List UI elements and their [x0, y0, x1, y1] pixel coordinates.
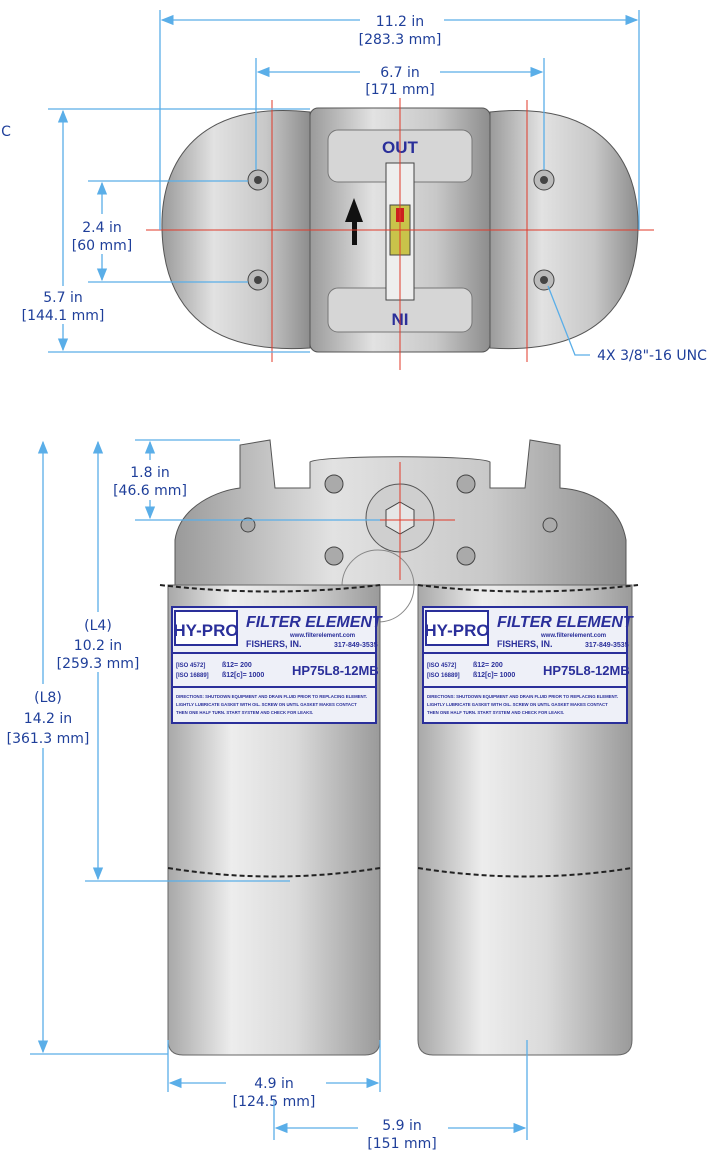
dim-text: 2.4 in [82, 220, 121, 236]
label-beta: ß12[c]= 1000 [222, 672, 264, 679]
element-label-left: HY-PRO FILTER ELEMENT www.filterelement.… [171, 606, 383, 724]
top-view: C OUT NI 11.2 in [283.3 mm] 6.7 in [171 … [1, 8, 707, 370]
dim-text: (L8) [34, 690, 62, 706]
dim-text: 4.9 in [254, 1076, 293, 1092]
label-company: FISHERS, IN. [497, 639, 553, 649]
dim-text: 5.9 in [382, 1118, 421, 1134]
label-instructions: DIRECTIONS: SHUTDOWN EQUIPMENT AND DRAIN… [427, 694, 618, 699]
dimension-l4: (L4) 10.2 in [259.3 mm] [52, 440, 290, 882]
dim-text: [283.3 mm] [359, 32, 442, 48]
dim-text: [171 mm] [365, 82, 434, 98]
label-beta: ß12= 200 [222, 662, 252, 669]
label-iso: [ISO 16889] [427, 673, 460, 679]
label-instructions: DIRECTIONS: SHUTDOWN EQUIPMENT AND DRAIN… [176, 694, 367, 699]
bolt-holes [247, 169, 555, 291]
thread-callout: 4X 3/8"-16 UNC [547, 285, 707, 364]
label-title: FILTER ELEMENT [497, 614, 634, 631]
dim-text: [361.3 mm] [7, 731, 90, 747]
label-company: FISHERS, IN. [246, 639, 302, 649]
label-instructions: LIGHTLY LUBRICATE GASKET WITH OIL. SCREW… [176, 702, 357, 707]
label-iso: [ISO 16889] [176, 673, 209, 679]
corner-label: C [1, 124, 11, 140]
label-part-number: HP75L8-12MB [543, 663, 630, 678]
dimension-bolt-spacing: 2.4 in [60 mm] [70, 180, 248, 283]
dim-text: [46.6 mm] [113, 483, 187, 499]
gasket-line [159, 584, 639, 593]
label-beta: ß12= 200 [473, 662, 503, 669]
front-view: HY-PRO FILTER ELEMENT www.filterelement.… [2, 439, 639, 1152]
label-title: FILTER ELEMENT [246, 614, 383, 631]
dim-text: 10.2 in [74, 638, 122, 654]
head-bolts [240, 474, 558, 566]
label-website: www.filterelement.com [289, 633, 355, 639]
dim-text: [144.1 mm] [22, 308, 105, 324]
dim-text: [60 mm] [72, 238, 132, 254]
thread-callout-text: 4X 3/8"-16 UNC [597, 348, 707, 364]
dim-text: (L4) [84, 618, 112, 634]
dim-text: [151 mm] [367, 1136, 436, 1152]
centerlines [146, 95, 654, 370]
label-instructions: THEN ONE HALF TURN. START SYSTEM AND CHE… [176, 710, 313, 715]
dimension-port-spacing: 6.7 in [171 mm] [255, 58, 545, 170]
dimension-overall-width: 11.2 in [283.3 mm] [159, 8, 640, 230]
label-beta: ß12[c]= 1000 [473, 672, 515, 679]
dim-text: 6.7 in [380, 65, 419, 81]
label-phone: 317-849-3535 [334, 642, 378, 649]
dim-text: 11.2 in [376, 14, 424, 30]
dim-text: 5.7 in [43, 290, 82, 306]
dim-text: 14.2 in [24, 711, 72, 727]
dimension-l8: (L8) 14.2 in [361.3 mm] [2, 440, 168, 1055]
label-iso: [ISO 4572] [176, 663, 205, 669]
label-instructions: LIGHTLY LUBRICATE GASKET WITH OIL. SCREW… [427, 702, 608, 707]
label-website: www.filterelement.com [540, 633, 606, 639]
label-phone: 317-849-3535 [585, 642, 629, 649]
label-instructions: THEN ONE HALF TURN. START SYSTEM AND CHE… [427, 710, 564, 715]
label-iso: [ISO 4572] [427, 663, 456, 669]
dimension-overall-depth: 5.7 in [144.1 mm] [18, 108, 310, 353]
element-label-right: HY-PRO FILTER ELEMENT www.filterelement.… [422, 606, 634, 724]
brand-logo: HY-PRO [424, 621, 489, 640]
dim-text: 1.8 in [130, 465, 169, 481]
dim-text: [259.3 mm] [57, 656, 140, 672]
dimension-element-spacing: 5.9 in [151 mm] [273, 1040, 528, 1152]
flow-arrow-icon [345, 198, 363, 245]
brand-logo: HY-PRO [173, 621, 238, 640]
dimension-head-height: 1.8 in [46.6 mm] [112, 439, 380, 521]
label-part-number: HP75L8-12MB [292, 663, 379, 678]
